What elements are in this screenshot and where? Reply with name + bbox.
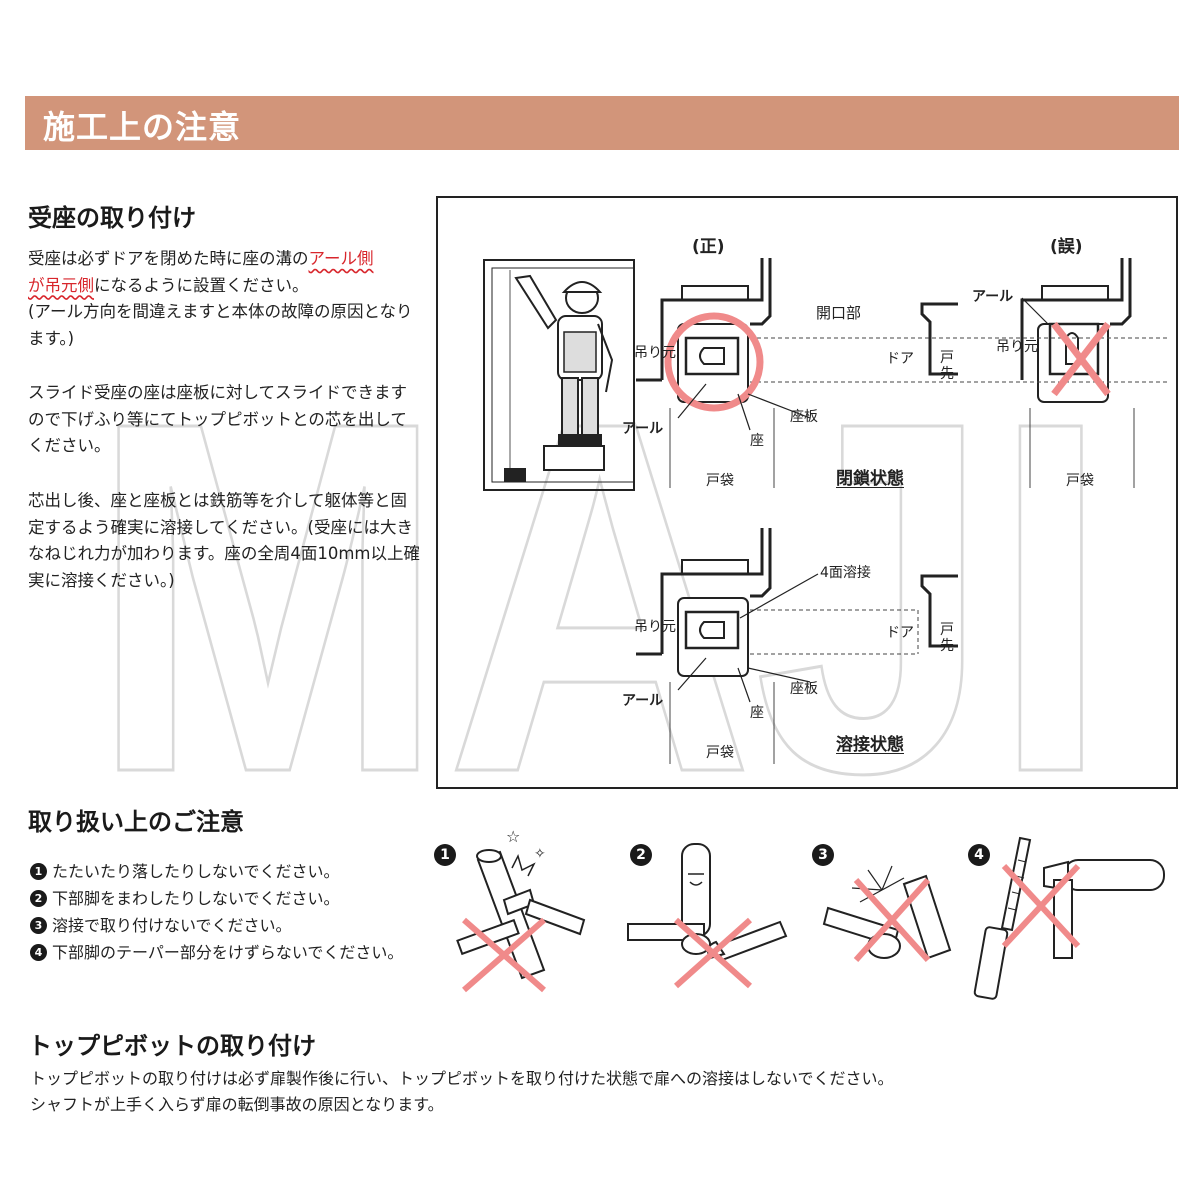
caution-number: 4: [30, 944, 47, 961]
caution-item: 4 下部脚のテーパー部分をけずらないでください。: [30, 939, 450, 966]
label-seat-plate-bottom: 座板: [790, 681, 818, 697]
label-door-tip-top: 戸先: [940, 350, 954, 382]
label-wrong: (誤): [1050, 237, 1083, 257]
caution-number: 2: [30, 890, 47, 907]
illustration-number: 2: [630, 844, 652, 866]
label-door-bottom: ドア: [886, 625, 914, 641]
diagram-drawing: [636, 258, 1168, 764]
label-arc-wrong: アール: [972, 289, 1014, 305]
wrong-mark-cross: [1051, 321, 1111, 397]
illustration-no-hitting: 1 ☆ ✧: [434, 827, 604, 1000]
section-heading-handling: 取り扱い上のご注意: [28, 808, 244, 836]
illustration-no-filing: 4: [968, 830, 1174, 1010]
svg-text:✧: ✧: [534, 846, 546, 862]
correct-mark-circle: [664, 312, 764, 412]
caution-item: 2 下部脚をまわしたりしないでください。: [30, 885, 450, 912]
label-hanging-side-correct: 吊り元: [634, 345, 676, 361]
worker-illustration: [483, 259, 635, 491]
label-pocket-bottom: 戸袋: [706, 745, 734, 761]
top-pivot-line-2: シャフトが上手く入らず扉の転倒事故の原因となります。: [30, 1095, 444, 1114]
p1-red-a: アール側: [308, 249, 374, 268]
caution-number: 3: [30, 917, 47, 934]
paragraph-welding: 芯出し後、座と座板とは鉄筋等を介して躯体等と固定するよう確実に溶接してください。…: [28, 491, 420, 590]
paragraph-top-pivot: トップピボットの取り付けは必ず扉製作後に行い、トップピボットを取り付けた状態で扉…: [30, 1066, 1170, 1118]
section-heading-top-pivot: トップピボットの取り付け: [28, 1032, 316, 1060]
banner-title: 施工上の注意: [43, 108, 242, 146]
label-closed-state: 閉鎖状態: [836, 469, 904, 489]
label-hanging-side-wrong: 吊り元: [996, 339, 1038, 355]
illustration-no-rotating: 2: [620, 830, 800, 1000]
label-hanging-side-bottom: 吊り元: [634, 619, 676, 635]
label-pocket-correct: 戸袋: [706, 473, 734, 489]
svg-text:☆: ☆: [506, 830, 520, 846]
caution-text: 下部脚のテーパー部分をけずらないでください。: [52, 943, 404, 962]
illustration-number: 4: [968, 844, 990, 866]
label-seat-plate-top: 座板: [790, 409, 818, 425]
section-heading-seat-install: 受座の取り付け: [28, 204, 196, 232]
seat-diagram: (正) (誤) 開口部 吊り元 アール 吊り元 ドア 戸先 アール 座板 座 戸…: [436, 196, 1178, 789]
label-seat-bottom: 座: [750, 705, 764, 721]
caution-number: 1: [30, 863, 47, 880]
label-opening: 開口部: [816, 304, 862, 322]
illustration-no-welding: 3: [808, 830, 968, 1000]
caution-text: たたいたり落したりしないでください。: [52, 862, 340, 881]
caution-text: 溶接で取り付けないでください。: [52, 916, 292, 935]
label-welded-state: 溶接状態: [836, 735, 904, 755]
caution-item: 3 溶接で取り付けないでください。: [30, 912, 450, 939]
paragraph-slide-seat: スライド受座の座は座板に対してスライドできますので下げふり等にてトップピボットと…: [28, 383, 408, 455]
p1-note: (アール方向を間違えますと本体の故障の原因となります。): [28, 302, 413, 348]
paragraph-seat-orientation: 受座は必ずドアを閉めた時に座の溝のアール側が吊元側になるように設置ください。 (ア…: [28, 246, 420, 352]
p1-post: になるように設置ください。: [94, 275, 309, 295]
label-correct: (正): [692, 237, 725, 257]
label-door-tip-bottom: 戸先: [940, 622, 954, 654]
label-arc-correct: アール: [622, 421, 664, 437]
top-pivot-line-1: トップピボットの取り付けは必ず扉製作後に行い、トップピボットを取り付けた状態で扉…: [30, 1069, 894, 1088]
illustration-number: 1: [434, 844, 456, 866]
section-banner: 施工上の注意: [25, 96, 1179, 150]
p1-red-b: が吊元側: [28, 275, 94, 295]
label-arc-bottom: アール: [622, 693, 664, 709]
caution-item: 1 たたいたり落したりしないでください。: [30, 858, 450, 885]
label-four-side-weld: 4面溶接: [820, 565, 871, 581]
p1-pre: 受座は必ずドアを閉めた時に座の溝の: [28, 249, 309, 268]
caution-text: 下部脚をまわしたりしないでください。: [52, 889, 340, 908]
label-pocket-wrong: 戸袋: [1066, 473, 1094, 489]
label-door-top: ドア: [886, 351, 914, 367]
label-seat-top: 座: [750, 433, 764, 449]
illustration-number: 3: [812, 844, 834, 866]
